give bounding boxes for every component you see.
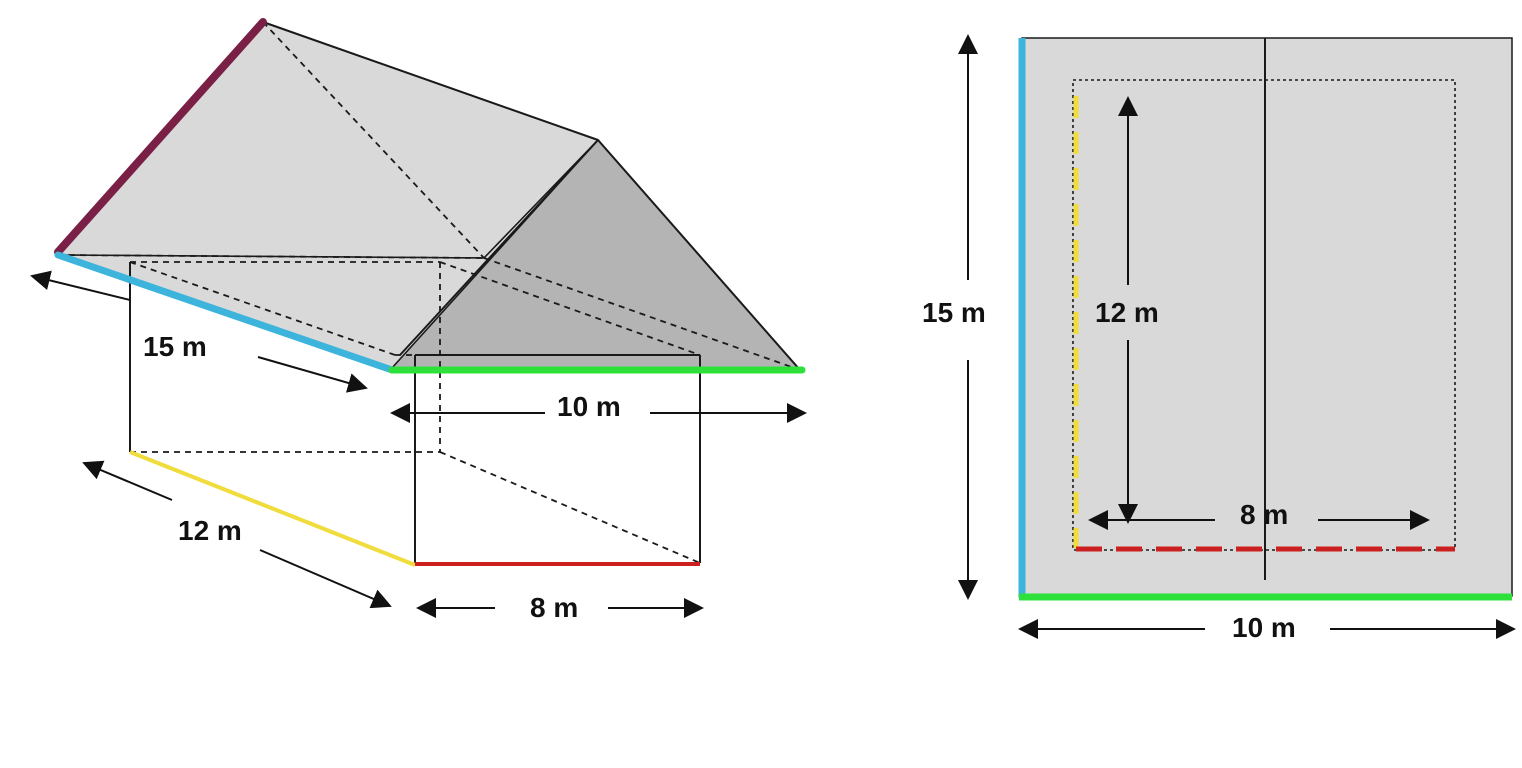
plan-roof-length-dimension: 15 m: [922, 34, 986, 600]
roof-slope-edge: [54, 18, 267, 256]
plan-house-width-dimension: 8 m: [1088, 499, 1430, 530]
roof-plan-rect: [1021, 37, 1513, 597]
roof-hidden-edge: [483, 257, 801, 371]
roof-hidden-edge: [439, 261, 701, 356]
roof-width-dimension: 10 m: [390, 391, 807, 423]
roof-hidden-edge: [129, 261, 396, 356]
house-hidden-edge: [439, 451, 701, 564]
roof-hip-edge: [597, 139, 801, 371]
roof-front-edge: [399, 139, 599, 356]
roof-length-label: 15 m: [143, 331, 207, 362]
roof-hidden-edge: [57, 254, 485, 259]
plan-house-width-label: 8 m: [1240, 499, 1288, 530]
house-width-label: 8 m: [530, 592, 578, 623]
house-length-dimension: 12 m: [82, 460, 392, 609]
prism-view: 15 m 10 m 12 m 8 m: [30, 18, 807, 623]
plan-roof-width-dimension: 10 m: [1018, 612, 1516, 643]
roof-far-face: [56, 21, 600, 259]
house-length-edge: [129, 450, 416, 567]
plan-house-length-dimension: 12 m: [1095, 96, 1159, 524]
house-width-dimension: 8 m: [416, 592, 704, 623]
roof-length-dimension: 15 m: [30, 270, 368, 393]
house-length-label: 12 m: [178, 515, 242, 546]
roof-hidden-edge: [262, 21, 485, 259]
roof-width-label: 10 m: [557, 391, 621, 422]
plan-roof-width-label: 10 m: [1232, 612, 1296, 643]
plan-house-length-label: 12 m: [1095, 297, 1159, 328]
plan-view: 15 m 10 m 12 m 8 m: [922, 34, 1516, 643]
roof-ridge: [262, 21, 599, 141]
roof-length-edge: [54, 251, 396, 374]
plan-roof-length-label: 15 m: [922, 297, 986, 328]
